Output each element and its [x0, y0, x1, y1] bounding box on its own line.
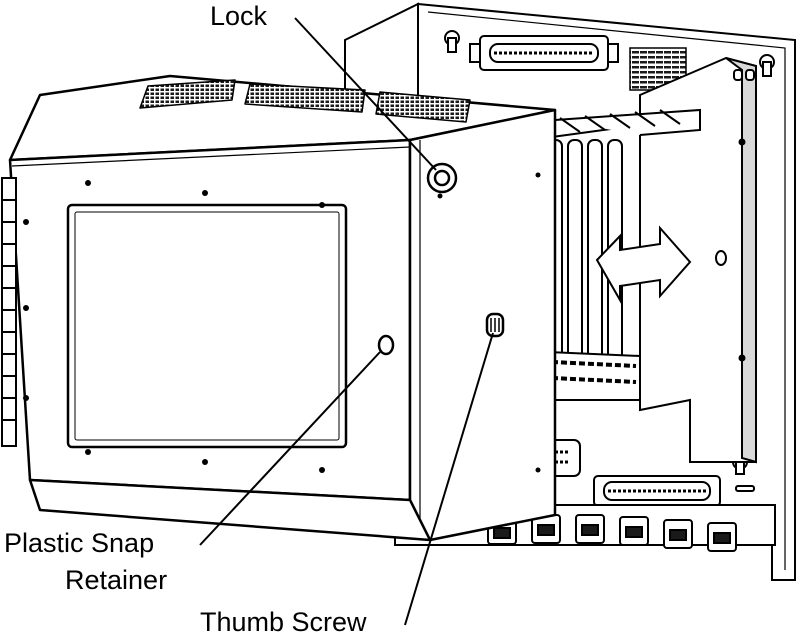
- front-enclosure: [8, 74, 557, 542]
- callout-leader-lines: [199, 17, 494, 626]
- plastic-snap-retainer: [377, 334, 395, 356]
- card-cage-slots: [529, 108, 701, 401]
- top-connector: [469, 35, 619, 71]
- plastic-snap-label: Plastic Snap: [4, 528, 155, 558]
- right-mounting-bracket: [639, 56, 757, 464]
- retainer-label: Retainer: [65, 565, 168, 595]
- lock-icon: [426, 162, 458, 194]
- thumb-screw: [485, 312, 505, 338]
- hinge-strip: [1, 177, 17, 447]
- lock-label: Lock: [210, 1, 268, 31]
- slide-direction-arrow: [595, 225, 692, 304]
- thumb-screw-label: Thumb Screw: [200, 607, 367, 637]
